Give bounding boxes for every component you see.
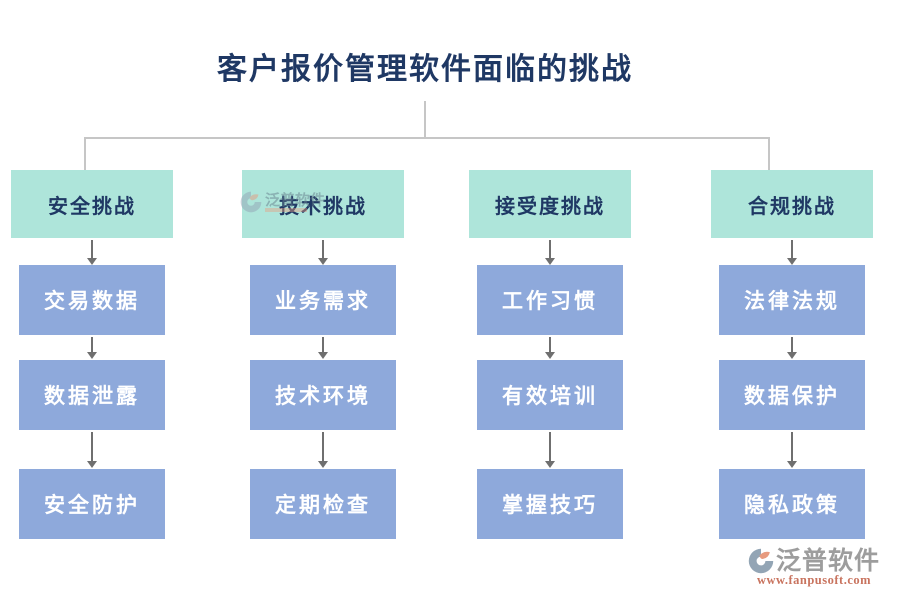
item-label: 技术环境: [275, 384, 371, 408]
item-box: 掌握技巧: [477, 469, 623, 539]
down-arrow-icon: [544, 432, 555, 468]
connector-stem: [424, 101, 426, 137]
down-arrow-icon: [786, 432, 797, 468]
item-label: 有效培训: [502, 384, 598, 408]
item-box: 业务需求: [250, 265, 396, 335]
item-label: 数据保护: [744, 384, 840, 408]
item-label: 业务需求: [275, 289, 371, 313]
column-header-box: 技术挑战: [242, 170, 404, 238]
connector-horizontal: [84, 137, 769, 139]
down-arrow-icon: [544, 240, 555, 265]
down-arrow-icon: [786, 240, 797, 265]
column-header-label: 安全挑战: [48, 195, 136, 218]
down-arrow-icon: [786, 337, 797, 359]
down-arrow-icon: [86, 240, 97, 265]
item-label: 定期检查: [275, 493, 371, 517]
down-arrow-icon: [86, 432, 97, 468]
item-label: 法律法规: [744, 289, 840, 313]
connector-drop-right: [768, 137, 770, 170]
item-label: 工作习惯: [502, 289, 598, 313]
item-label: 交易数据: [44, 289, 140, 313]
down-arrow-icon: [86, 337, 97, 359]
item-box: 工作习惯: [477, 265, 623, 335]
column-header-label: 接受度挑战: [495, 195, 605, 218]
item-box: 交易数据: [19, 265, 165, 335]
connector-drop-left: [84, 137, 86, 170]
fanpu-logo-icon: [748, 548, 774, 574]
item-label: 数据泄露: [44, 384, 140, 408]
down-arrow-icon: [317, 337, 328, 359]
column-header-label: 合规挑战: [748, 195, 836, 218]
item-box: 安全防护: [19, 469, 165, 539]
item-box: 有效培训: [477, 360, 623, 430]
item-box: 定期检查: [250, 469, 396, 539]
brand-name: 泛普软件: [776, 547, 881, 575]
column-header-box: 接受度挑战: [469, 170, 631, 238]
column-header-box: 合规挑战: [711, 170, 873, 238]
item-label: 安全防护: [44, 493, 140, 517]
diagram-title: 客户报价管理软件面临的挑战: [217, 53, 633, 86]
down-arrow-icon: [544, 337, 555, 359]
item-label: 隐私政策: [744, 493, 840, 517]
column-header-box: 安全挑战: [11, 170, 173, 238]
item-box: 技术环境: [250, 360, 396, 430]
item-box: 隐私政策: [719, 469, 865, 539]
item-box: 数据泄露: [19, 360, 165, 430]
column-header-label: 技术挑战: [279, 195, 367, 218]
item-box: 数据保护: [719, 360, 865, 430]
down-arrow-icon: [317, 432, 328, 468]
brand-logo: 泛普软件 www.fanpusoft.com: [748, 548, 880, 587]
item-box: 法律法规: [719, 265, 865, 335]
brand-row: 泛普软件: [748, 548, 880, 574]
brand-url: www.fanpusoft.com: [756, 573, 872, 587]
down-arrow-icon: [317, 240, 328, 265]
item-label: 掌握技巧: [502, 493, 598, 517]
